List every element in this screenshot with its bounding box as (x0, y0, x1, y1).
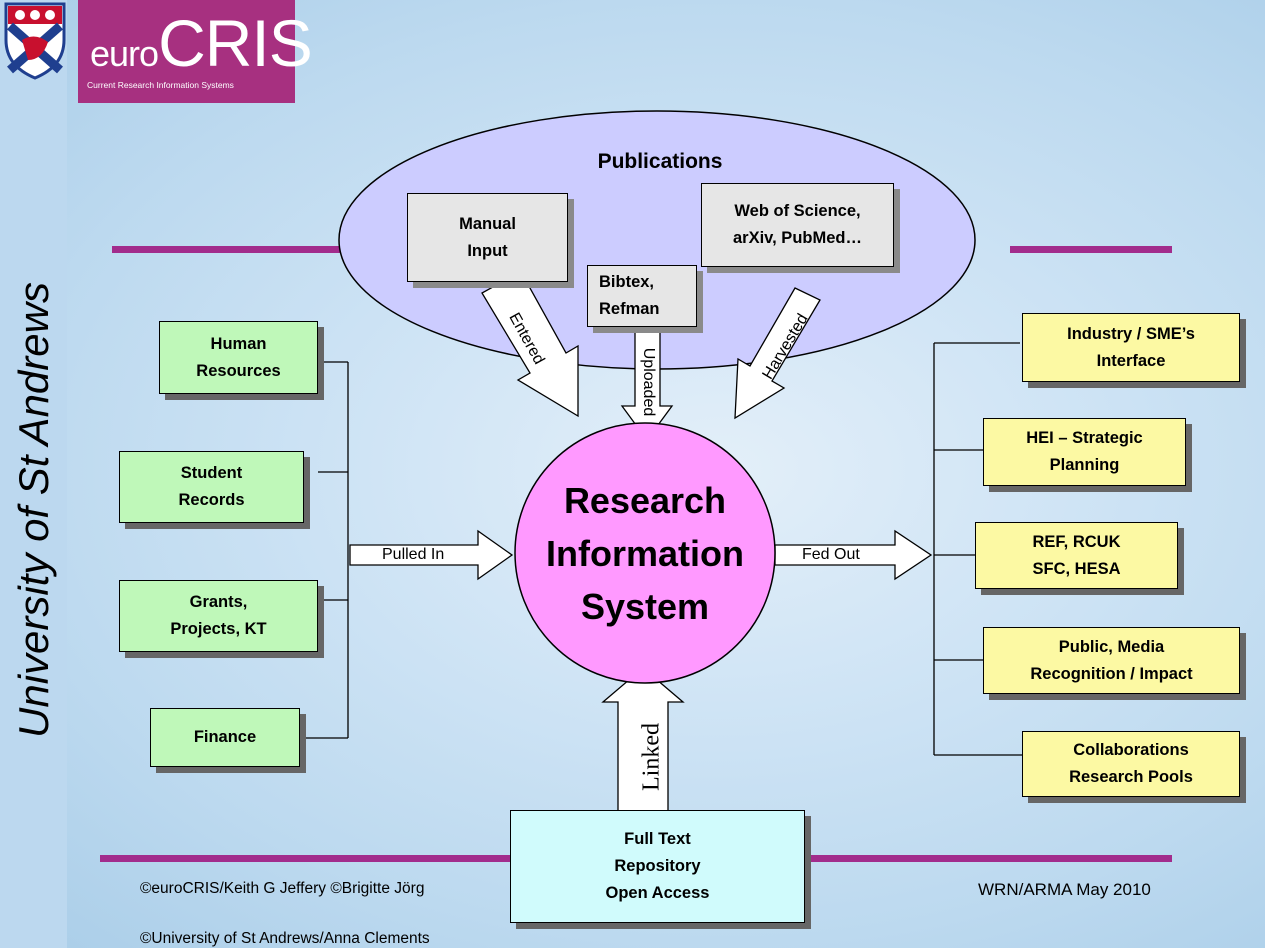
center-label: Research Information System (546, 479, 744, 627)
pulled-in-arrow (349, 529, 514, 581)
pulled-in-label: Pulled In (382, 546, 445, 563)
uploaded-arrow (620, 329, 674, 442)
fed-out-arrow (774, 529, 933, 581)
fed-out-label: Fed Out (802, 546, 860, 563)
arrow-uploaded-label: Uploaded (640, 347, 657, 417)
manual-input-box: Manual Input (407, 193, 568, 282)
output-hei-planning: HEI – Strategic Planning (983, 418, 1186, 486)
footer-copyright-line1: ©euroCRIS/Keith G Jeffery ©Brigitte Jörg (140, 880, 425, 897)
source-human-resources: Human Resources (159, 321, 318, 394)
logo-cris: CRIS (158, 6, 313, 80)
sidebar (0, 0, 67, 948)
research-information-system-circle (514, 422, 776, 684)
source-grants-projects: Grants, Projects, KT (119, 580, 318, 652)
repository-box: Full Text Repository Open Access (510, 810, 805, 923)
top-divider-right (1010, 246, 1172, 253)
output-public-media: Public, Media Recognition / Impact (983, 627, 1240, 694)
bibtex-box: Bibtex, Refman (587, 265, 697, 327)
eurocris-logo: euroCRIS Current Research Information Sy… (78, 0, 313, 103)
output-ref-rcuk: REF, RCUK SFC, HESA (975, 522, 1178, 589)
footer-event: WRN/ARMA May 2010 (978, 880, 1151, 899)
web-of-science-box: Web of Science, arXiv, PubMed… (701, 183, 894, 267)
publications-title: Publications (597, 149, 723, 173)
footer-copyright-line2: ©University of St Andrews/Anna Clements (140, 930, 430, 947)
harvested-arrow (734, 287, 821, 420)
university-crest-icon (4, 2, 66, 80)
linked-label: Linked (638, 723, 665, 791)
logo-euro: euro (90, 33, 159, 74)
output-collaborations: Collaborations Research Pools (1022, 731, 1240, 797)
output-industry-interface: Industry / SME’s Interface (1022, 313, 1240, 382)
logo-subtitle: Current Research Information Systems (87, 80, 234, 90)
source-student-records: Student Records (119, 451, 304, 523)
source-finance: Finance (150, 708, 300, 767)
entered-arrow (481, 269, 579, 418)
top-divider-left (112, 246, 342, 253)
